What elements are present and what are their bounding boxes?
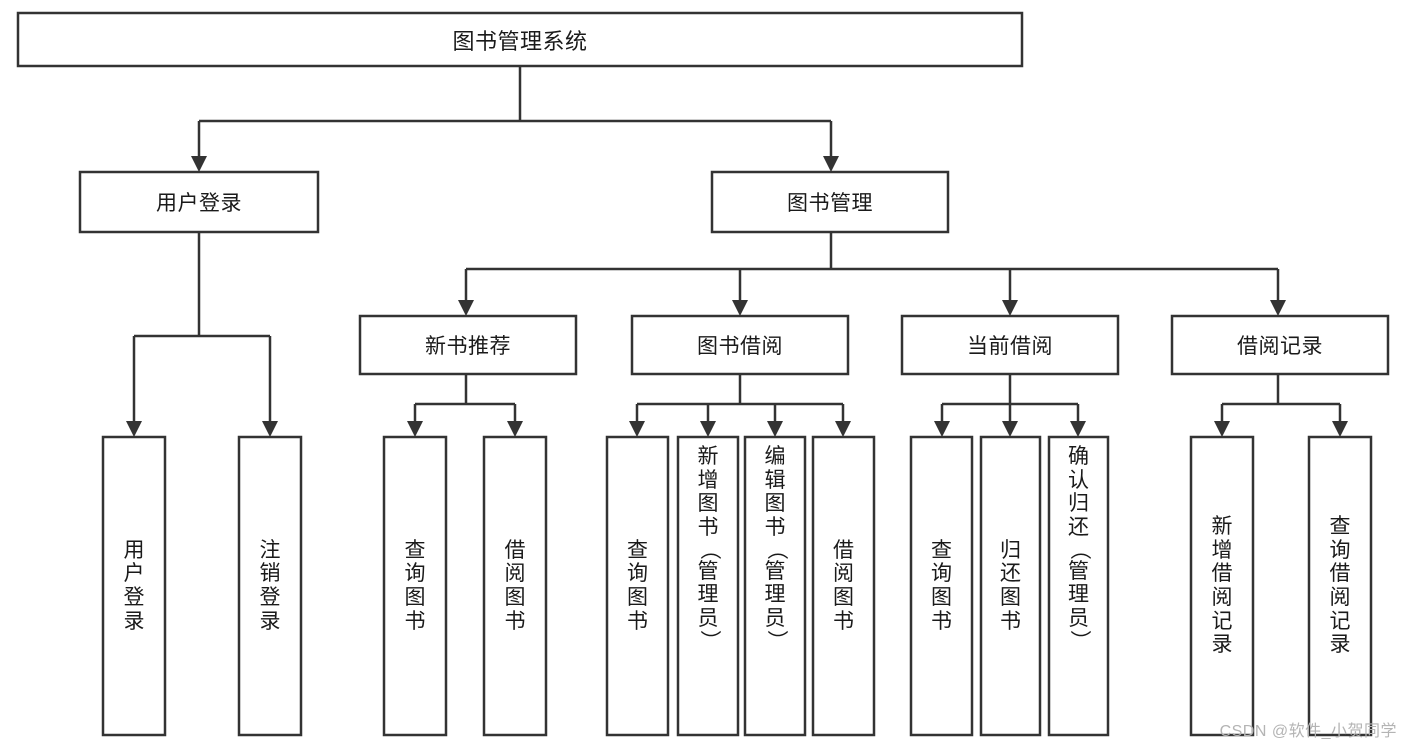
arrow-head-new-book	[458, 300, 474, 316]
arrow-head-cb-return-book	[1002, 421, 1018, 437]
node-box-leaf-cb-return-book[interactable]	[979, 435, 1042, 737]
node-box-book-manage[interactable]	[710, 170, 950, 234]
node-box-leaf-bb-query-book[interactable]	[605, 435, 670, 737]
arrow-head-bb-query-book	[629, 421, 645, 437]
arrow-head-leaf-user-login	[126, 421, 142, 437]
node-box-new-book-recommend[interactable]	[358, 314, 578, 376]
arrow-head-bb-borrow-book	[835, 421, 851, 437]
node-box-borrow-record[interactable]	[1170, 314, 1390, 376]
csdn-watermark: CSDN @软件_小贺同学	[1219, 723, 1397, 740]
arrow-head-br-query-record	[1332, 421, 1348, 437]
arrow-head-book-borrow	[732, 300, 748, 316]
arrow-head-borrow-record	[1270, 300, 1286, 316]
node-box-leaf-bb-edit-book[interactable]	[743, 435, 807, 737]
node-box-leaf-br-query-record[interactable]	[1307, 435, 1373, 737]
arrow-head-cb-confirm-return	[1070, 421, 1086, 437]
arrow-head-bb-add-book	[700, 421, 716, 437]
node-box-leaf-nb-borrow-book[interactable]	[482, 435, 548, 737]
node-box-leaf-br-add-record[interactable]	[1189, 435, 1255, 737]
node-box-leaf-bb-add-book[interactable]	[676, 435, 740, 737]
node-box-leaf-nb-query-book[interactable]	[382, 435, 448, 737]
node-box-current-borrow[interactable]	[900, 314, 1120, 376]
node-box-leaf-cb-query-book[interactable]	[909, 435, 974, 737]
node-box-user-login[interactable]	[78, 170, 320, 234]
node-box-leaf-bb-borrow-book[interactable]	[811, 435, 876, 737]
arrow-head-book-manage	[823, 156, 839, 172]
node-box-root[interactable]	[16, 11, 1024, 68]
arrow-head-br-add-record	[1214, 421, 1230, 437]
arrow-head-bb-edit-book	[767, 421, 783, 437]
node-box-book-borrow[interactable]	[630, 314, 850, 376]
arrow-head-nb-borrow-book	[507, 421, 523, 437]
arrow-head-user-login	[191, 156, 207, 172]
node-box-leaf-logout[interactable]	[237, 435, 303, 737]
node-box-leaf-cb-confirm-return[interactable]	[1047, 435, 1110, 737]
arrow-head-cb-query-book	[934, 421, 950, 437]
arrow-head-nb-query-book	[407, 421, 423, 437]
arrow-head-current-borrow	[1002, 300, 1018, 316]
arrow-head-leaf-logout	[262, 421, 278, 437]
node-box-leaf-user-login[interactable]	[101, 435, 167, 737]
